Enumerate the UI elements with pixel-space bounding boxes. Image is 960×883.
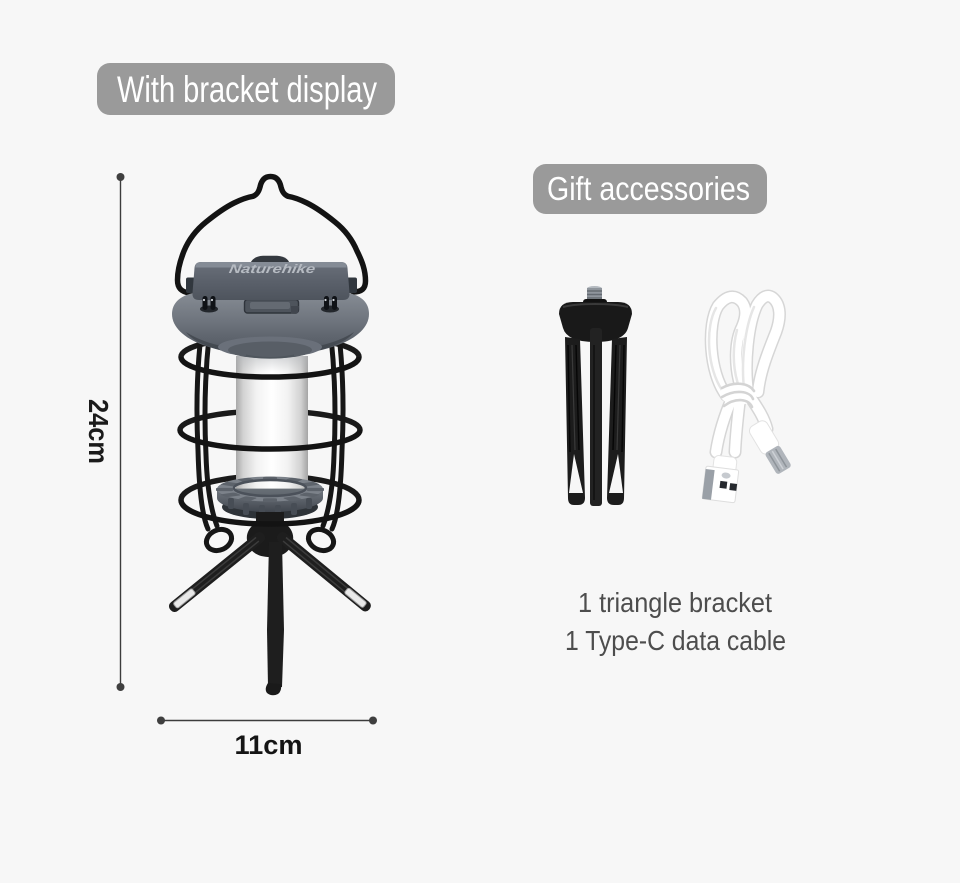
svg-text:1 Type-C data cable: 1 Type-C data cable (565, 625, 786, 656)
svg-text:24cm: 24cm (83, 399, 114, 464)
svg-text:Gift accessories: Gift accessories (547, 170, 750, 207)
svg-text:Naturehike: Naturehike (228, 262, 316, 276)
svg-text:With bracket display: With bracket display (117, 69, 377, 110)
svg-text:1 triangle bracket: 1 triangle bracket (578, 587, 772, 618)
svg-text:11cm: 11cm (235, 730, 303, 760)
